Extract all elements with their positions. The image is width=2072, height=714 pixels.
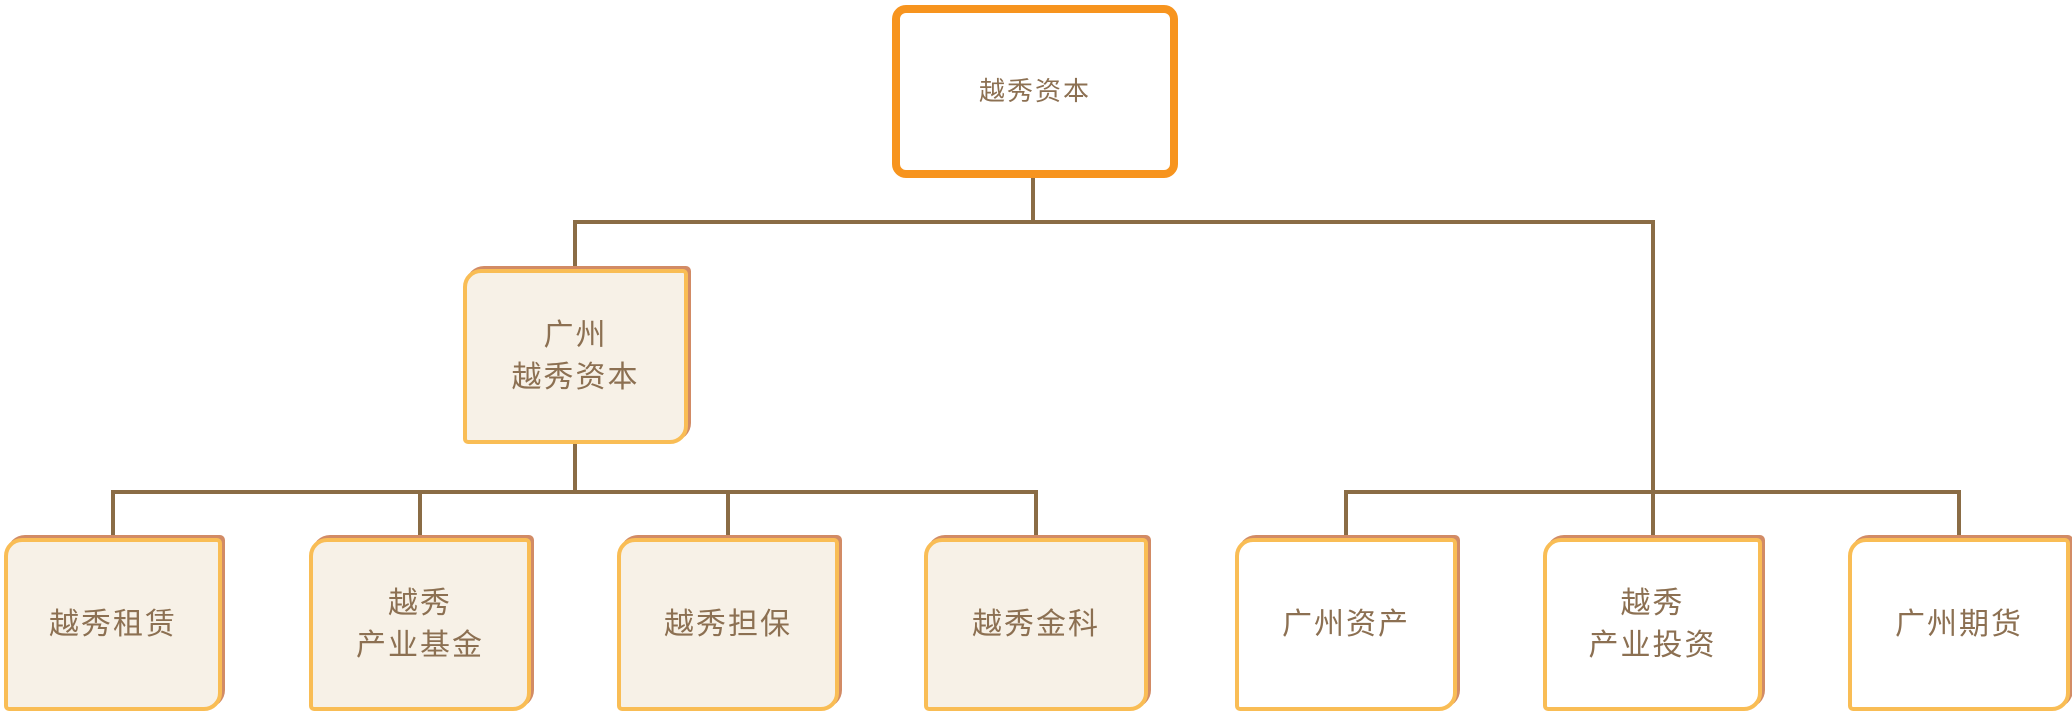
node-label: 广州资产 — [1282, 607, 1410, 641]
connector-drop-gz-asset — [1344, 490, 1348, 542]
connector-drop-gz-futures — [1957, 490, 1961, 542]
node-label: 广州期货 — [1895, 607, 2023, 641]
node-label: 越秀金科 — [972, 607, 1100, 641]
node-label: 产业投资 — [1588, 628, 1717, 662]
connector-left-rail — [111, 490, 1038, 494]
connector-level1-rail — [573, 220, 1655, 224]
node-yuexiu-guarantee[interactable]: 越秀担保 — [617, 538, 839, 711]
node-label: 广州 — [543, 318, 608, 352]
node-yuexiu-industrial-fund[interactable]: 越秀 产业基金 — [309, 538, 531, 711]
node-guangzhou-asset[interactable]: 广州资产 — [1235, 538, 1457, 711]
node-yuexiu-leasing[interactable]: 越秀租赁 — [4, 538, 222, 711]
node-yuexiu-industrial-investment[interactable]: 越秀 产业投资 — [1543, 538, 1762, 711]
connector-drop-leasing — [111, 490, 115, 540]
node-yuexiu-capital[interactable]: 越秀资本 — [892, 5, 1178, 178]
connector-drop-fintech — [1034, 490, 1038, 540]
node-label: 越秀 — [1620, 586, 1685, 620]
connector-root-drop — [1031, 178, 1035, 224]
node-label: 产业基金 — [356, 628, 484, 662]
node-label: 越秀资本 — [978, 76, 1091, 107]
connector-drop-industrial-fund — [418, 490, 422, 540]
connector-right-group-drop — [1651, 220, 1655, 542]
node-guangzhou-futures[interactable]: 广州期货 — [1848, 538, 2070, 711]
connector-drop-guarantee — [726, 490, 730, 540]
node-yuexiu-fintech[interactable]: 越秀金科 — [924, 538, 1148, 711]
connector-right-rail — [1344, 490, 1961, 494]
node-label: 越秀担保 — [664, 607, 792, 641]
connector-branch-down — [573, 444, 577, 494]
node-label: 越秀资本 — [511, 360, 640, 394]
connector-branch-drop — [573, 220, 577, 269]
node-label: 越秀租赁 — [49, 607, 177, 641]
node-label: 越秀 — [388, 586, 452, 620]
node-guangzhou-yuexiu-capital[interactable]: 广州 越秀资本 — [463, 269, 688, 444]
